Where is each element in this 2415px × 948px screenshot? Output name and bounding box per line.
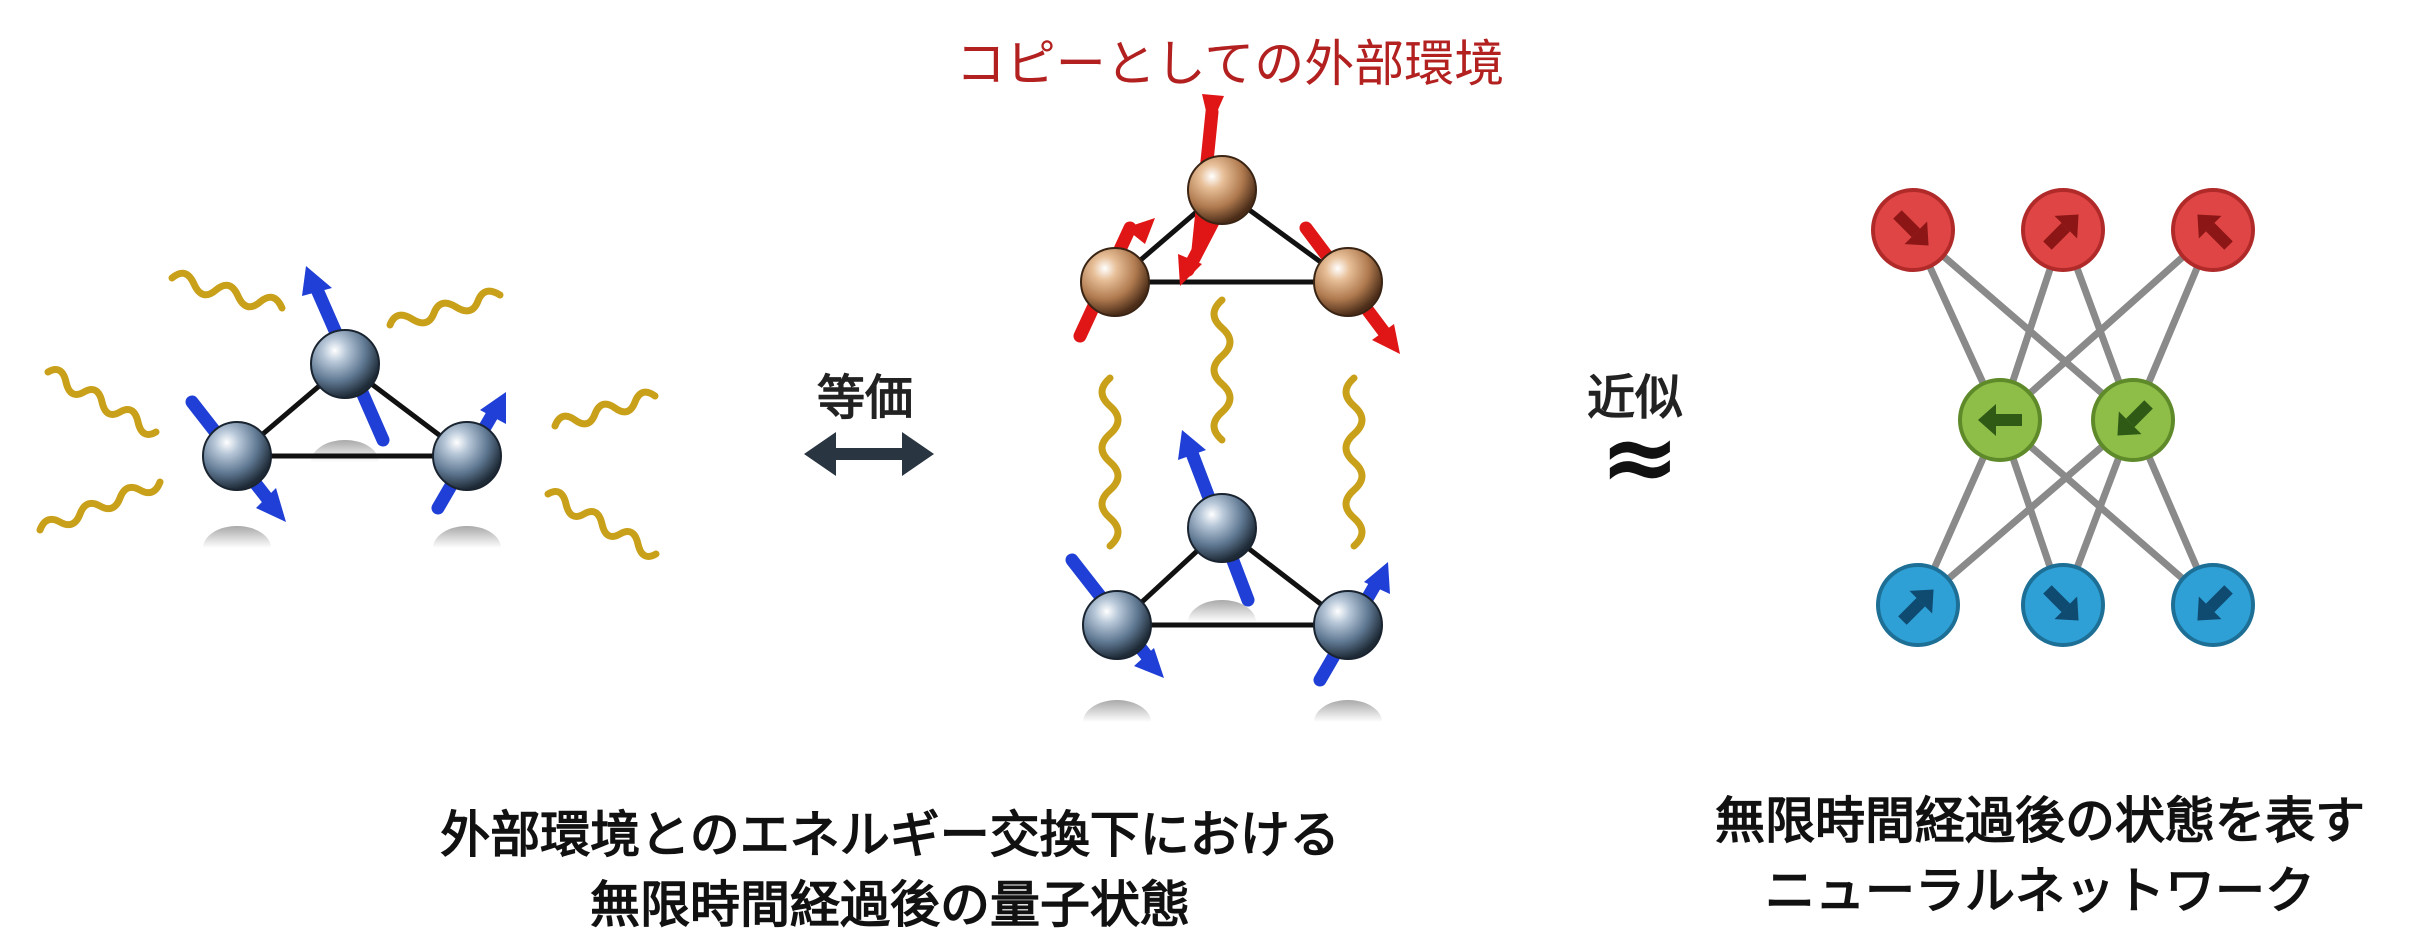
- copy-environment-label: コピーとしての外部環境: [955, 35, 1505, 93]
- coupling-wave-right: [1342, 374, 1366, 550]
- right-caption-line2: ニューラルネットワーク: [1765, 862, 2315, 920]
- shadow-right-atom: [433, 526, 501, 548]
- arrow-left-icon: [1978, 404, 2022, 436]
- copy-atom-top: [1187, 155, 1257, 225]
- nn-node-top-1: [1871, 188, 1955, 272]
- arrow-down-right-icon: [1893, 210, 1929, 246]
- atom-left: [202, 421, 272, 491]
- nn-node-middle-1: [1958, 378, 2042, 462]
- approximate-label: 近似: [1586, 370, 1683, 426]
- wave-5: [551, 388, 659, 430]
- atom-right: [432, 421, 502, 491]
- copy-atom-right: [1313, 247, 1383, 317]
- right-caption: 無限時間経過後の状態を表す ニューラルネットワーク: [1680, 786, 2400, 926]
- arrow-down-left-icon: [2197, 585, 2233, 621]
- left-spin-system: [36, 266, 660, 560]
- nn-layer-bottom: [1876, 563, 2255, 647]
- wave-4: [36, 478, 164, 534]
- equivalence-double-arrow: [804, 432, 934, 476]
- nn-node-bottom-1: [1876, 563, 1960, 647]
- left-caption-line2: 無限時間経過後の量子状態: [590, 876, 1190, 934]
- equivalent-label: 等価: [816, 370, 913, 426]
- wave-1: [168, 269, 286, 312]
- system-atom-right: [1313, 590, 1383, 660]
- coupling-wave-left: [1098, 374, 1122, 550]
- arrow-down-left-icon: [2117, 400, 2153, 436]
- system-atom-top: [1187, 493, 1257, 563]
- approx-symbol: ≈: [1600, 401, 1680, 513]
- nn-node-top-3: [2171, 188, 2255, 272]
- left-caption: 外部環境とのエネルギー交換下における 無限時間経過後の量子状態: [280, 800, 1500, 940]
- arrow-up-left-icon: [2197, 214, 2233, 250]
- system-atom-left: [1082, 590, 1152, 660]
- coupling-waves: [1098, 296, 1366, 550]
- left-caption-line1: 外部環境とのエネルギー交換下における: [440, 806, 1340, 864]
- nn-layer-top: [1871, 188, 2255, 272]
- wave-2: [386, 287, 504, 329]
- nn-node-bottom-3: [2171, 563, 2255, 647]
- wave-6: [544, 488, 660, 560]
- middle-copy-system: [1065, 94, 1400, 722]
- arrow-up-right-icon: [2043, 214, 2079, 250]
- right-caption-line1: 無限時間経過後の状態を表す: [1715, 792, 2365, 850]
- copy-atom-left: [1080, 247, 1150, 317]
- nn-node-middle-2: [2091, 378, 2175, 462]
- nn-node-top-2: [2021, 188, 2105, 272]
- arrow-up-right-icon: [1898, 589, 1934, 625]
- arrow-down-right-icon: [2043, 585, 2079, 621]
- left-environment-waves: [36, 269, 660, 560]
- shadow-left-atom: [203, 526, 271, 548]
- shadow-top-atom: [311, 440, 379, 462]
- nn-node-bottom-2: [2021, 563, 2105, 647]
- neural-network: [1871, 188, 2255, 647]
- coupling-wave-center: [1210, 296, 1234, 444]
- middle-lower-shadows: [1083, 600, 1382, 722]
- wave-3: [44, 366, 160, 438]
- atom-top: [310, 329, 380, 399]
- nn-layer-middle: [1958, 378, 2175, 462]
